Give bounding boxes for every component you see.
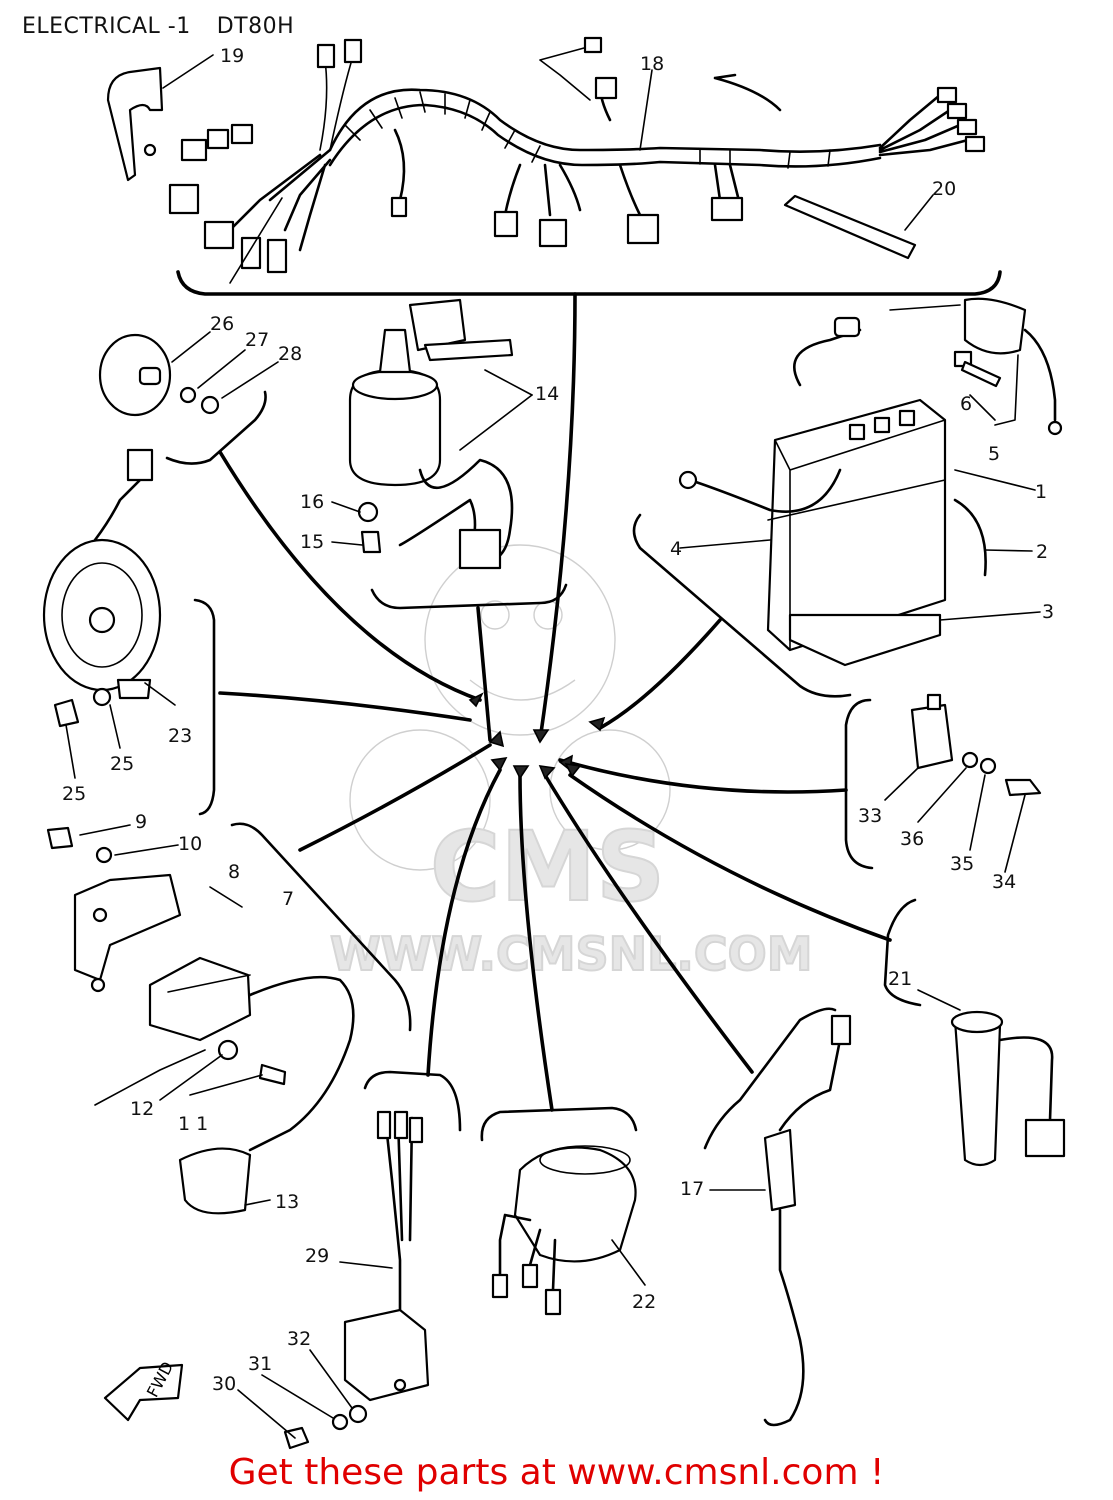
callout-1: 1 (1035, 481, 1047, 503)
callout-36: 36 (900, 828, 924, 850)
watermark-mascot (349, 544, 671, 871)
callout-16: 16 (300, 491, 324, 513)
callout-17: 17 (680, 1178, 704, 1200)
footer-parts-link[interactable]: Get these parts at www.cmsnl.com ! (228, 1452, 885, 1493)
ignition-coil-part (46, 826, 355, 1215)
callout-labels: 1 2 3 4 5 6 7 8 9 10 1 1 12 13 14 15 16 … (62, 45, 1054, 1395)
brake-switch-part (763, 1014, 852, 1427)
callout-13: 13 (275, 1191, 299, 1213)
callout-2: 2 (1036, 541, 1048, 563)
bracket-rectifier (363, 768, 502, 1132)
bracket-horn-side (193, 598, 472, 816)
callout-12: 12 (130, 1098, 154, 1120)
callout-28: 28 (278, 343, 302, 365)
fwd-arrow: FWD (103, 1359, 184, 1422)
callout-29: 29 (305, 1245, 329, 1267)
horn-cover-part (98, 333, 220, 417)
bracket-part-19 (106, 66, 164, 182)
rectifier-part (283, 1110, 430, 1450)
watermark: CMS WWW.CMSNL.COM (329, 544, 814, 982)
callout-26: 26 (210, 313, 234, 335)
callout-23: 23 (168, 725, 192, 747)
callout-22: 22 (632, 1291, 656, 1313)
bracket-main-switch (370, 583, 568, 742)
callout-14: 14 (535, 383, 559, 405)
callout-27: 27 (245, 329, 269, 351)
callout-15: 15 (300, 531, 324, 553)
callout-6: 6 (960, 393, 972, 415)
callout-10: 10 (178, 833, 202, 855)
callout-25b: 25 (62, 783, 86, 805)
main-switch-part (348, 298, 514, 570)
callout-25a: 25 (110, 753, 134, 775)
bracket-ignition-coil (230, 743, 492, 1032)
bracket-fuse (558, 698, 874, 870)
callout-34: 34 (992, 871, 1016, 893)
callout-4: 4 (670, 538, 682, 560)
callout-20: 20 (932, 178, 956, 200)
callout-8: 8 (228, 861, 240, 883)
fuse-holder-part (910, 693, 1042, 797)
bracket-horn (165, 390, 482, 702)
callout-18: 18 (640, 53, 664, 75)
battery-part (678, 297, 1063, 667)
wire-harness-part (168, 36, 986, 274)
callout-3: 3 (1042, 601, 1054, 623)
callout-21: 21 (888, 968, 912, 990)
callout-9: 9 (135, 811, 147, 833)
watermark-url: WWW.CMSNL.COM (330, 927, 813, 981)
callout-33: 33 (858, 805, 882, 827)
callout-leaders (65, 54, 1041, 1439)
callout-19: 19 (220, 45, 244, 67)
bracket-brake-switch (543, 773, 837, 1150)
callout-32: 32 (287, 1328, 311, 1350)
handlebar-grip-part (950, 1010, 1066, 1167)
callout-5: 5 (988, 443, 1000, 465)
horn-part (42, 448, 162, 728)
convergence-arrows (468, 692, 606, 780)
callout-30: 30 (212, 1373, 236, 1395)
bracket-battery (598, 513, 852, 730)
strap-part-20 (783, 194, 917, 260)
callout-31: 31 (248, 1353, 272, 1375)
bracket-harness (176, 270, 1002, 742)
callout-7: 7 (282, 888, 294, 910)
bracket-flasher (480, 773, 638, 1142)
callout-35: 35 (950, 853, 974, 875)
bracket-grip (568, 773, 922, 1007)
callout-11: 1 1 (178, 1113, 208, 1135)
watermark-cms: CMS (430, 811, 665, 923)
flasher-relay-part (491, 1145, 637, 1316)
